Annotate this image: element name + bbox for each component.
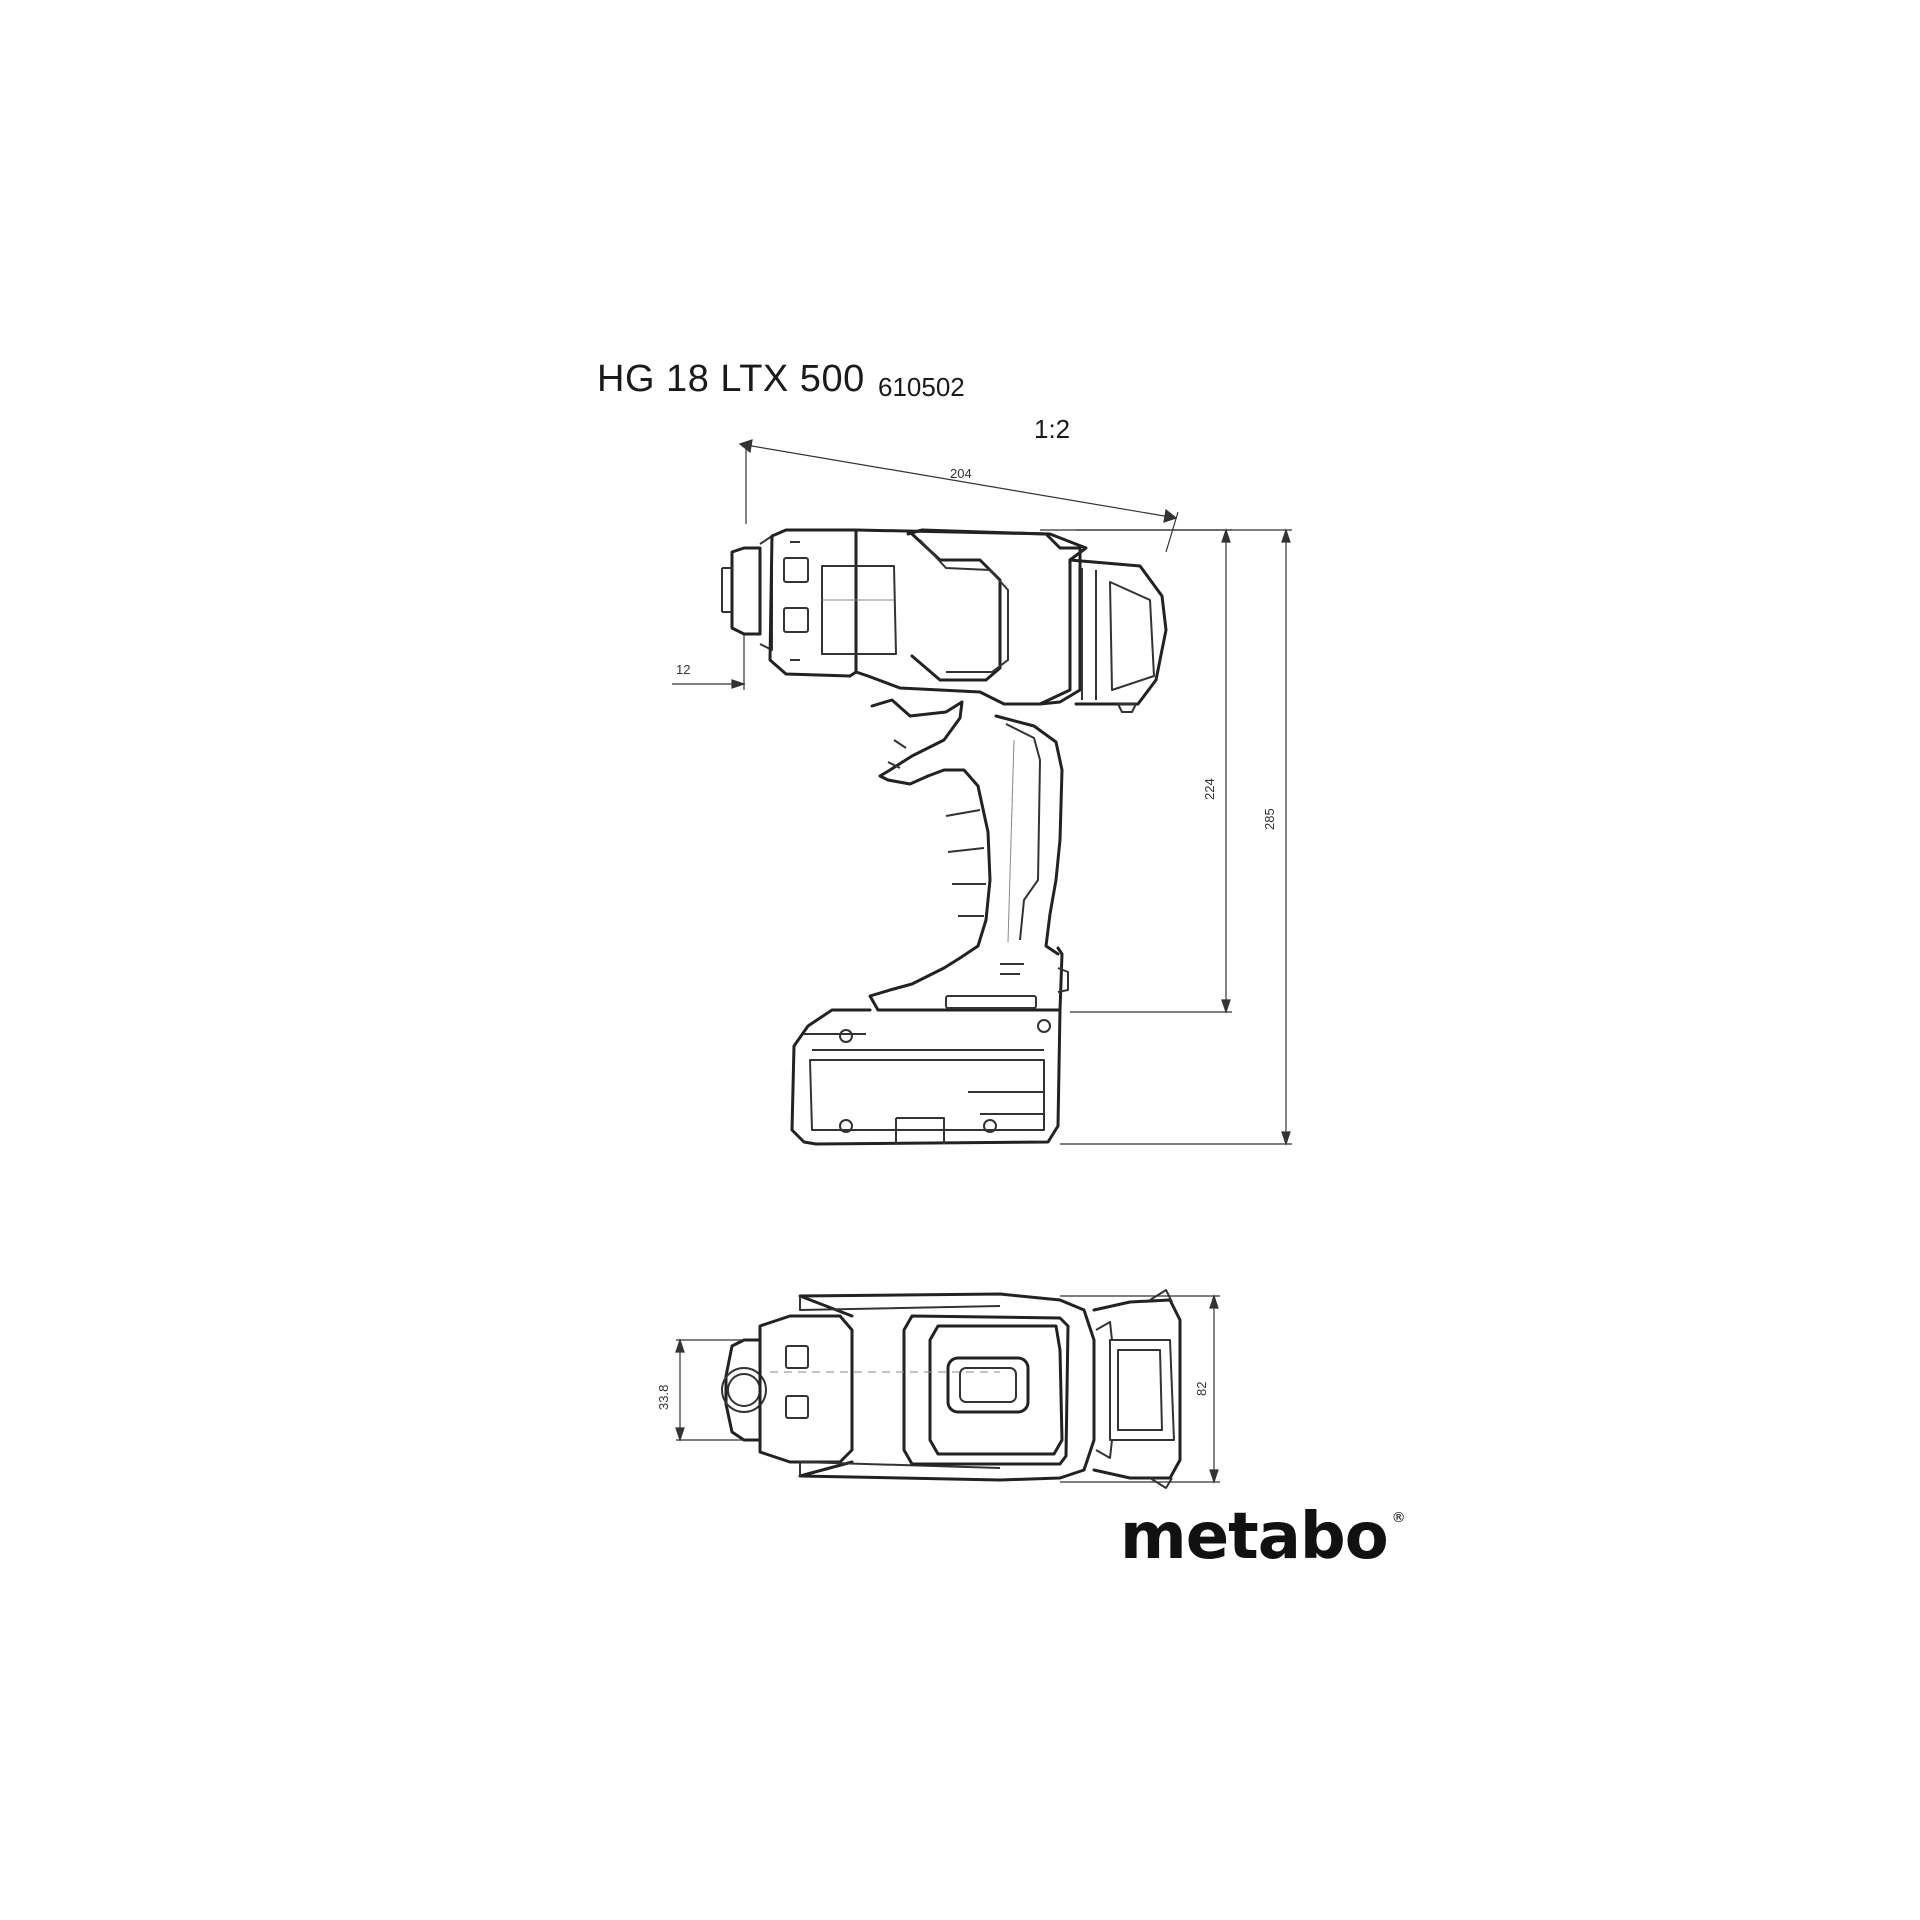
body-outline	[854, 528, 1088, 706]
height-224-label: 224	[1202, 778, 1217, 800]
nozzle-outline	[730, 546, 762, 636]
model-title: HG 18 LTX 500	[597, 358, 865, 400]
logo-text: metabo	[1120, 1500, 1389, 1574]
scale-label: 1:2	[1034, 414, 1071, 444]
nozzle-diameter-label: 33.8	[656, 1385, 671, 1410]
handle-frame-outline	[906, 528, 1082, 706]
top-rear-cap-outline	[1092, 1298, 1182, 1480]
nozzle-offset-label: 12	[676, 662, 690, 677]
grip-outline	[888, 768, 992, 992]
rear-cap-outline	[1068, 558, 1168, 706]
metabo-logo: metabo®	[1120, 1500, 1406, 1574]
top-body-outline	[798, 1292, 1096, 1482]
registered-mark: ®	[1391, 1510, 1406, 1526]
article-number: 610502	[878, 372, 965, 402]
side-view-dimensions: 204 12 224 285	[672, 439, 1292, 1146]
battery-mount-outline	[868, 946, 1064, 1012]
trigger-outline	[870, 698, 964, 786]
battery-pack-outline	[790, 1008, 1062, 1146]
front-housing-outline	[768, 528, 858, 678]
top-view-dimensions: 33.8 82	[656, 1294, 1220, 1484]
side-view	[721, 528, 1168, 1146]
width-label: 82	[1194, 1382, 1209, 1396]
top-nozzle-outline	[724, 1338, 762, 1442]
top-view	[721, 1289, 1182, 1489]
height-285-label: 285	[1262, 808, 1277, 830]
length-dimension-label: 204	[950, 466, 972, 481]
